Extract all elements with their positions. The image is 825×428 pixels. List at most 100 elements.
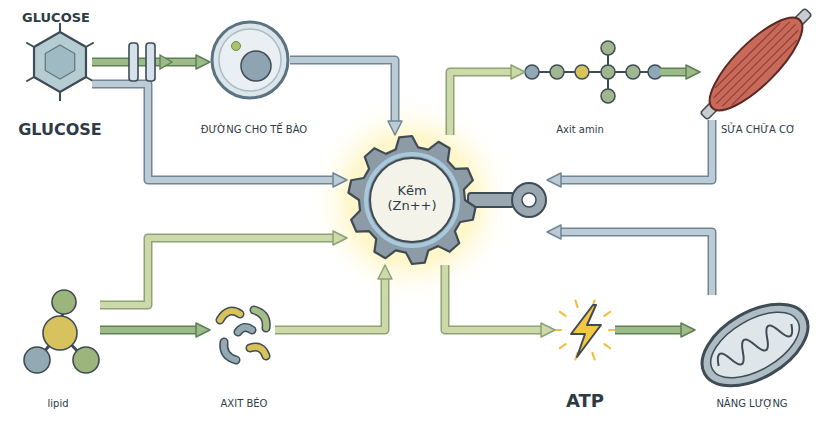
amino-residue bbox=[575, 65, 589, 79]
bond-stub bbox=[59, 92, 61, 101]
transporter-symbol bbox=[129, 43, 172, 81]
amino-residue bbox=[601, 89, 615, 103]
bond-stub bbox=[86, 77, 94, 82]
arrow-body bbox=[615, 327, 681, 333]
energy-ray bbox=[554, 329, 561, 331]
arrow-outline bbox=[100, 238, 333, 305]
fatty-segment bbox=[254, 310, 266, 328]
lipid-ball bbox=[24, 347, 50, 373]
zinc-gear: Kẽm (Zn++) bbox=[347, 135, 547, 265]
membrane-channel bbox=[129, 43, 138, 81]
arrow-outline bbox=[290, 60, 395, 121]
node-label: ATP bbox=[540, 391, 630, 412]
node-icon bbox=[210, 20, 290, 100]
lipid-ball bbox=[52, 290, 76, 314]
atp-bolt: ATP bbox=[555, 300, 615, 360]
atp-bolt-art bbox=[554, 301, 616, 360]
arrow-outline bbox=[92, 58, 196, 67]
node-icon bbox=[700, 8, 812, 120]
cell-membrane bbox=[212, 22, 288, 98]
fatty-segment bbox=[220, 311, 240, 320]
glucose-hexagon-art bbox=[26, 23, 94, 101]
muscle-icon: SỬA CHỮA CƠ bbox=[700, 8, 812, 120]
energy-ray bbox=[560, 312, 566, 316]
energy-ray bbox=[592, 353, 594, 360]
key-hole bbox=[522, 193, 536, 207]
cell-circle: ĐƯỜNG CHO TẾ BÀO bbox=[210, 20, 290, 100]
energy-ray bbox=[609, 329, 616, 331]
inner-membrane bbox=[700, 299, 810, 391]
fatty-segment-outline bbox=[254, 310, 266, 328]
node-icon bbox=[555, 300, 615, 360]
node-label: NĂNG LƯỢNG bbox=[687, 398, 817, 410]
outer-membrane bbox=[688, 287, 821, 402]
arrow-outline bbox=[660, 68, 686, 77]
lightning-bolt bbox=[571, 305, 601, 357]
flow-arrow bbox=[100, 238, 333, 305]
lipid-molecule-art bbox=[24, 290, 99, 373]
bond-stub bbox=[86, 43, 94, 48]
energy-ray bbox=[560, 344, 566, 348]
fatty-segment-outline bbox=[220, 311, 240, 320]
node-label: GLUCOSE bbox=[0, 121, 120, 139]
amino-residue bbox=[626, 65, 640, 79]
membrane-channel bbox=[146, 43, 155, 81]
node-icon bbox=[347, 135, 547, 265]
arrow-body bbox=[450, 72, 511, 135]
muscle-fiber bbox=[716, 24, 795, 103]
arrow-body bbox=[100, 238, 333, 305]
muscle-fiber bbox=[732, 40, 797, 105]
node-icon bbox=[210, 300, 275, 365]
muscle-icon-art bbox=[689, 0, 823, 131]
arrow-outline bbox=[450, 72, 511, 135]
arrow-body bbox=[561, 232, 712, 295]
flow-arrow bbox=[92, 62, 196, 63]
arrow-outline bbox=[561, 232, 712, 295]
key-ring bbox=[512, 183, 546, 217]
gear-body bbox=[348, 136, 475, 264]
node-icon bbox=[695, 295, 815, 395]
organelle-dot bbox=[232, 42, 241, 51]
hexagon-ring bbox=[34, 32, 86, 92]
cytoplasm bbox=[219, 29, 281, 91]
fatty-segment bbox=[250, 347, 266, 356]
cristae bbox=[714, 315, 797, 374]
node-icon bbox=[525, 45, 660, 105]
arrow-outline bbox=[445, 265, 541, 330]
flow-arrow bbox=[100, 330, 196, 331]
gear-glow bbox=[307, 95, 517, 305]
amino-acid-chain: Axit amin bbox=[525, 45, 660, 105]
amino-residue bbox=[601, 65, 615, 79]
energy-ray bbox=[604, 312, 610, 316]
flow-arrow bbox=[445, 265, 541, 330]
arrow-outline bbox=[100, 326, 196, 335]
hexagon-inner bbox=[45, 45, 74, 79]
lipid-ball bbox=[43, 316, 77, 350]
cell-circle-art bbox=[212, 22, 288, 98]
node-label: ĐƯỜNG CHO TẾ BÀO bbox=[174, 124, 334, 136]
glucose-hexagon: GLUCOSEGLUCOSE bbox=[28, 32, 92, 92]
node-icon bbox=[25, 290, 100, 375]
arrow-outline bbox=[92, 84, 333, 180]
arrow-body bbox=[660, 69, 686, 75]
gear-ring bbox=[366, 154, 458, 246]
muscle-fiber bbox=[715, 23, 780, 88]
energy-ray bbox=[604, 344, 610, 348]
arrow-body bbox=[445, 265, 541, 330]
mitochondrion-shape bbox=[688, 287, 821, 402]
fatty-segment bbox=[224, 342, 236, 360]
node-icon bbox=[28, 32, 92, 92]
arrow-body bbox=[100, 327, 196, 333]
flow-arrow bbox=[290, 60, 395, 121]
fatty-acid-icon: AXIT BÉO bbox=[210, 300, 275, 365]
flow-arrow bbox=[660, 72, 686, 73]
node-label: Axit amin bbox=[520, 124, 640, 136]
flow-arrow bbox=[615, 330, 681, 331]
amino-residue bbox=[648, 65, 662, 79]
fatty-segment-outline bbox=[250, 347, 266, 356]
amino-residue bbox=[550, 65, 564, 79]
bond-stub bbox=[26, 43, 34, 48]
